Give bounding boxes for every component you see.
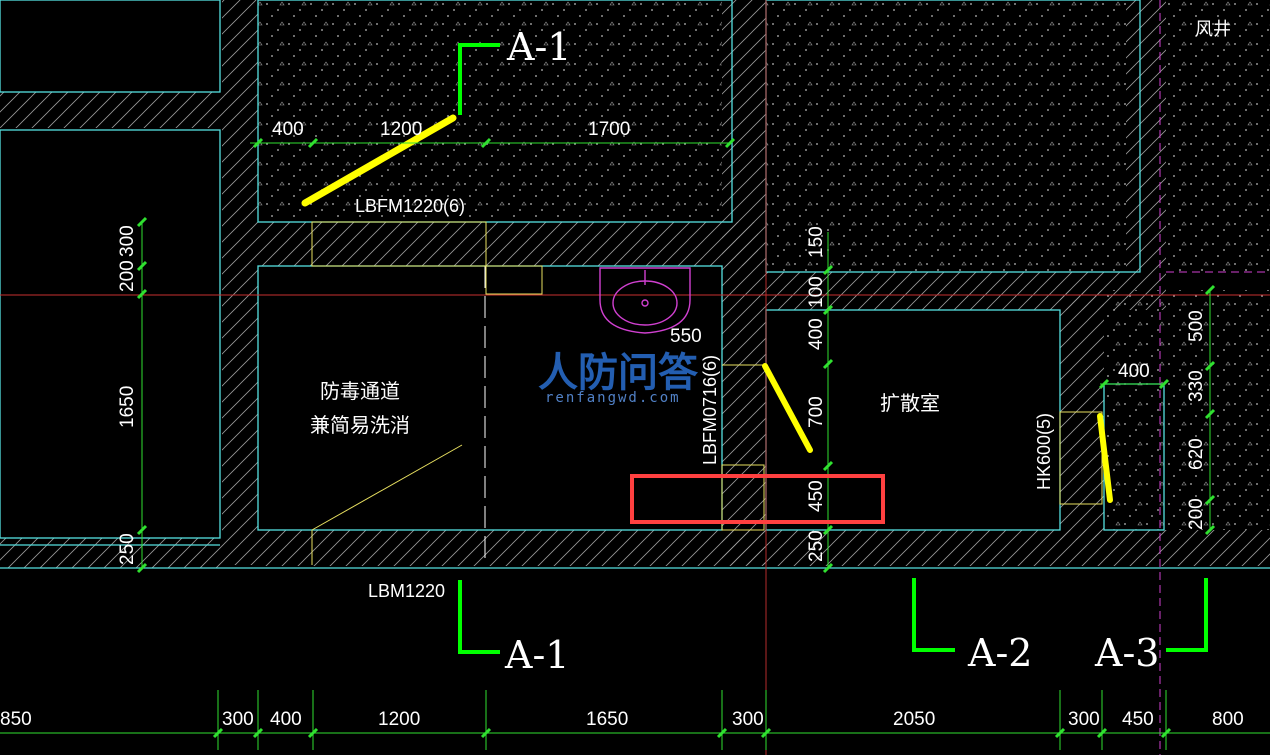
washbasin-icon: [599, 267, 691, 334]
room-label-decon-line2: 兼简易洗消: [310, 413, 410, 437]
dim-bottom-3: 1200: [378, 709, 420, 730]
watermark-logo: 人防问答: [538, 350, 699, 396]
dim-mid-3: 700: [806, 396, 827, 428]
dim-bottom-0: 850: [0, 709, 32, 730]
dim-right-3: 200: [1186, 498, 1207, 530]
room-outlines: [0, 0, 1270, 569]
dim-bottom-9: 800: [1212, 709, 1244, 730]
dim-left-0: 300: [117, 225, 138, 257]
dim-400-right: 400: [1118, 361, 1150, 382]
dim-bottom-1: 300: [222, 709, 254, 730]
dim-550: 550: [670, 326, 702, 347]
door-label-lbfm0716: LBFM0716(6): [700, 355, 720, 465]
dim-mid-0: 150: [806, 226, 827, 258]
dim-right-1: 330: [1186, 370, 1207, 402]
dotted-zones: [258, 0, 1270, 530]
dim-left-2: 1650: [117, 386, 138, 428]
dim-mid-2: 400: [806, 318, 827, 350]
dim-bottom-2: 400: [270, 709, 302, 730]
dim-right-0: 500: [1186, 310, 1207, 342]
dim-mid-1: 100: [806, 276, 827, 308]
section-markers: [458, 43, 1208, 654]
dim-top-0: 400: [272, 119, 304, 140]
door-label-lbfm1220: LBFM1220(6): [355, 196, 465, 216]
door-label-lbm1220: LBM1220: [368, 581, 445, 601]
dimension-extensions: [217, 690, 1167, 750]
highlight-box[interactable]: [630, 474, 885, 524]
dim-left-1: 200: [117, 260, 138, 292]
dim-top-2: 1700: [588, 119, 630, 140]
room-label-expansion: 扩散室: [880, 391, 940, 415]
dim-bottom-8: 450: [1122, 709, 1154, 730]
dim-bottom-7: 300: [1068, 709, 1100, 730]
dim-left-3: 250: [117, 533, 138, 565]
section-label-a3: A-3: [1094, 631, 1159, 675]
dim-right-2: 620: [1186, 438, 1207, 470]
section-label-a1-top: A-1: [506, 25, 571, 69]
dim-top-1: 1200: [380, 119, 422, 140]
dim-bottom-4: 1650: [586, 709, 628, 730]
room-label-air-shaft: 风井: [1195, 19, 1231, 40]
wall-hatching: [0, 0, 1270, 568]
section-label-a1-bottom: A-1: [504, 633, 569, 677]
section-label-a2: A-2: [967, 631, 1032, 675]
dim-mid-4: 450: [806, 480, 827, 512]
watermark-url: renfangwd.com: [545, 390, 681, 406]
vent-label-hk600: HK600(5): [1034, 413, 1054, 490]
room-label-decon-line1: 防毒通道: [320, 379, 400, 403]
door-leaves: [301, 114, 1113, 503]
dim-bottom-5: 300: [732, 709, 764, 730]
shaft-lines: [1159, 0, 1270, 755]
dim-mid-5: 250: [806, 530, 827, 562]
dim-bottom-6: 2050: [893, 709, 935, 730]
